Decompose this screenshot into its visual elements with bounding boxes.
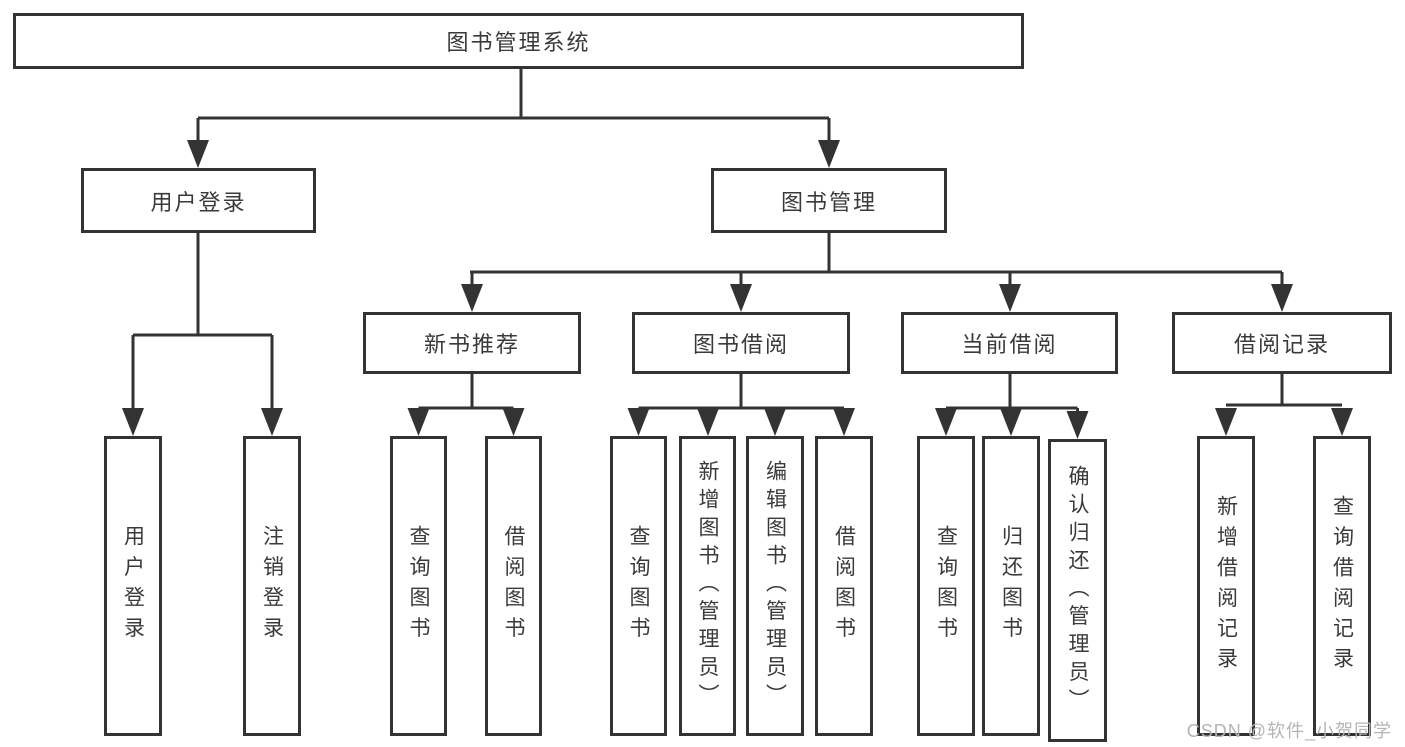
csdn-watermark: CSDN @软件_小贺同学 (1186, 721, 1392, 741)
node-label: 用户登录 (150, 189, 247, 215)
arrowheads (122, 140, 1353, 439)
leaf-borrow-books-borrow: 借阅图书 (815, 436, 873, 736)
leaf-confirm-return-admin: 确认归还（管理员） (1048, 439, 1107, 742)
node-book-management-system: 图书管理系统 (13, 13, 1024, 69)
leaf-query-books-recommend: 查询图书 (390, 436, 447, 736)
leaf-label: 新增图书（管理员） (696, 460, 719, 712)
leaf-borrow-books-recommend: 借阅图书 (485, 436, 542, 736)
leaf-label: 查询图书 (934, 525, 958, 647)
node-new-book-recommend: 新书推荐 (363, 312, 581, 374)
leaf-query-borrow-record: 查询借阅记录 (1313, 436, 1371, 736)
node-label: 借阅记录 (1233, 332, 1330, 357)
leaf-label: 查询图书 (407, 525, 430, 647)
node-label: 新书推荐 (423, 332, 520, 357)
leaf-logout: 注销登录 (243, 436, 301, 736)
leaf-label: 注销登录 (260, 525, 284, 647)
leaf-label: 确认归还（管理员） (1066, 464, 1089, 717)
node-label: 图书借阅 (692, 332, 789, 357)
leaf-query-books-current: 查询图书 (917, 436, 975, 736)
node-current-borrow: 当前借阅 (901, 312, 1118, 374)
leaf-add-book-admin: 新增图书（管理员） (679, 436, 736, 736)
leaf-label: 编辑图书（管理员） (763, 460, 787, 712)
node-label: 图书管理系统 (446, 30, 591, 55)
leaf-label: 查询借阅记录 (1330, 494, 1354, 678)
leaf-user-login: 用户登录 (104, 436, 162, 736)
leaf-label: 归还图书 (999, 525, 1023, 647)
node-user-login: 用户登录 (81, 168, 316, 233)
leaf-label: 用户登录 (121, 525, 145, 647)
node-label: 当前借阅 (961, 332, 1058, 357)
node-borrow-records: 借阅记录 (1172, 312, 1392, 374)
leaf-label: 新增借阅记录 (1214, 494, 1238, 678)
leaf-edit-book-admin: 编辑图书（管理员） (746, 436, 804, 736)
leaf-return-book: 归还图书 (982, 436, 1040, 736)
leaf-query-books-borrow: 查询图书 (610, 436, 667, 736)
node-book-management: 图书管理 (711, 168, 947, 233)
leaf-add-borrow-record: 新增借阅记录 (1197, 436, 1255, 736)
leaf-label: 借阅图书 (832, 525, 856, 647)
leaf-label: 借阅图书 (502, 525, 525, 647)
node-label: 图书管理 (780, 189, 877, 215)
connector-stems (131, 69, 1342, 413)
node-book-borrow: 图书借阅 (632, 312, 850, 374)
leaf-label: 查询图书 (627, 525, 650, 647)
